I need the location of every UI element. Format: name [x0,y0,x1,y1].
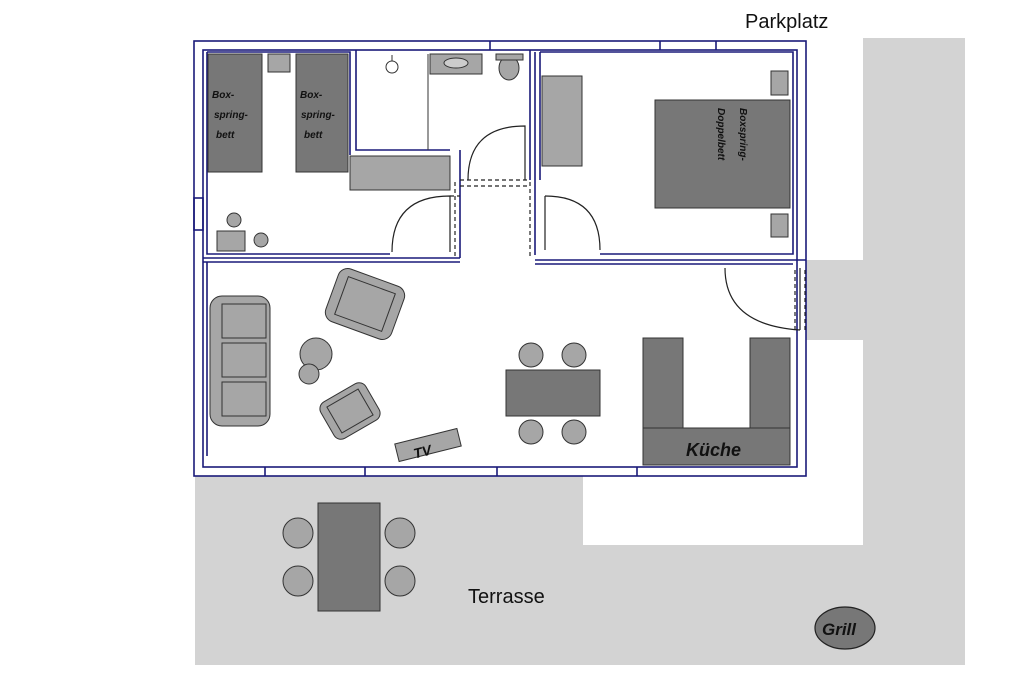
chair [282,517,314,549]
nightstand [267,53,291,73]
grill [814,606,876,650]
bedroom2-furniture [541,70,791,238]
bed2-label-line2: spring- [301,110,336,121]
sink-basin [443,57,469,69]
kitchen-counter-left [642,337,684,431]
bed1-label-line3: bett [216,130,235,141]
double-bed-label-line2: Doppelbett [715,108,726,161]
chair [384,565,416,597]
outdoor-areas [195,38,965,665]
terrace-label: Terrasse [468,586,545,608]
interior-walls [193,41,806,476]
stool [226,212,242,228]
double-bed-label-line1: Boxspring- [737,108,748,161]
chair [518,342,544,368]
chair [518,419,544,445]
grill-label: Grill [822,620,857,639]
tv-unit [394,427,462,463]
door-bathroom [467,125,526,181]
kitchen-counter-bottom [642,427,791,466]
side-table [298,363,320,385]
kitchen-counter-right [749,337,791,431]
stool [253,232,269,248]
chair [384,517,416,549]
door-entrance [724,267,801,331]
parking-label: Parkplatz [745,11,828,33]
bed1-label: Box- spring- bett Box- spring- bett [212,90,336,141]
bed1-label-line1: Box- [212,90,235,101]
desk [216,230,246,252]
bedroom1-furniture [207,53,451,252]
nightstand [770,213,789,238]
shower-drain [385,60,399,74]
toilet-tank [495,53,524,61]
chair [561,419,587,445]
chair [282,565,314,597]
double-bed [654,99,791,209]
sofa-cushion [221,381,267,417]
nightstand [770,70,789,96]
wardrobe-2 [541,75,583,167]
bed1-label-line2: spring- [214,110,249,121]
door-bedroom2 [544,195,601,251]
bathroom-fixtures [385,53,524,150]
dining-set [505,342,601,445]
wardrobe [349,155,451,191]
tv-label: TV [412,441,435,461]
chair [561,342,587,368]
door-bedroom1 [391,195,451,253]
living-room-furniture [209,268,462,463]
double-bed-label: Boxspring- Doppelbett [715,108,748,161]
terrace-dining-set [282,502,416,612]
bed2-label-line3: bett [304,130,323,141]
kitchen-label: Küche [686,440,741,460]
boxspring-bed-2 [295,53,349,173]
kitchen [642,337,791,466]
dining-table [505,369,601,417]
doors [391,125,806,331]
sofa-cushion [221,342,267,378]
terrace-table [317,502,381,612]
bed2-label-line1: Box- [300,90,323,101]
boxspring-bed-1 [207,53,263,173]
parking-area [195,38,965,665]
sofa-cushion [221,303,267,339]
